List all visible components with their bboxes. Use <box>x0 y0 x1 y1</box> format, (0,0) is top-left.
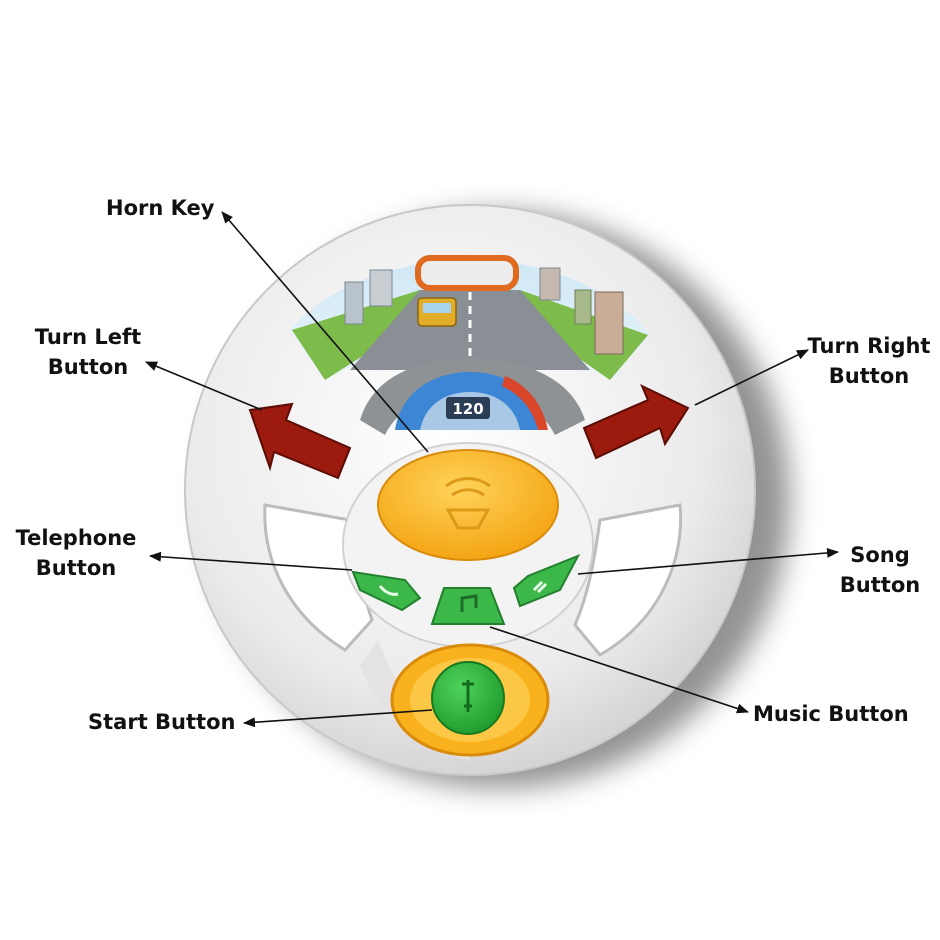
label-telephone-line2: Button <box>35 556 117 580</box>
label-turn-left-line2: Button <box>47 355 129 379</box>
dashboard-housing <box>360 358 585 435</box>
scene-building-5 <box>574 289 592 325</box>
arrow-horn <box>221 211 429 453</box>
horn-key[interactable] <box>377 449 559 561</box>
music-button[interactable] <box>430 587 506 625</box>
speedometer-readout-box <box>446 397 490 419</box>
speedometer-readout: 120 <box>452 400 483 418</box>
arrow-song <box>577 547 839 575</box>
turn-right-signal[interactable] <box>582 383 690 460</box>
label-turn-right-button: Turn Right Button <box>800 331 938 391</box>
rear-view-mirror <box>415 255 519 291</box>
arrow-telephone <box>149 551 353 571</box>
label-horn-key: Horn Key <box>106 193 214 223</box>
scene-building-2 <box>369 269 393 307</box>
label-telephone-line1: Telephone <box>15 526 137 550</box>
wheel-hole-right <box>573 503 683 657</box>
label-telephone-button: Telephone Button <box>6 523 146 583</box>
callout-arrows <box>145 211 839 728</box>
telephone-icon <box>378 585 399 596</box>
scene-grass-right <box>520 290 648 380</box>
label-music-text: Music Button <box>753 702 909 726</box>
song-button[interactable] <box>512 554 581 608</box>
arrow-start <box>243 709 433 728</box>
label-turn-left-line1: Turn Left <box>34 325 142 349</box>
label-turn-left-button: Turn Left Button <box>26 322 150 382</box>
scene-bus-window <box>423 303 451 313</box>
label-start-text: Start Button <box>88 710 236 734</box>
arrow-turn-left <box>145 361 263 411</box>
label-song-button: Song Button <box>830 540 930 600</box>
arrow-music <box>489 626 749 714</box>
label-horn-key-text: Horn Key <box>106 196 215 220</box>
turn-left-signal[interactable] <box>248 402 352 480</box>
label-song-line1: Song <box>850 543 910 567</box>
key-icon <box>462 680 474 712</box>
arrow-turn-right <box>694 349 809 406</box>
label-turn-right-line1: Turn Right <box>807 334 931 358</box>
horn-sound-icon <box>445 477 491 530</box>
scene-building-3 <box>539 267 561 301</box>
scene-building-1 <box>344 281 364 325</box>
scene-building-4 <box>594 291 624 355</box>
label-turn-right-line2: Button <box>828 364 910 388</box>
scene-road <box>350 290 590 370</box>
label-music-button: Music Button <box>753 699 909 729</box>
music-note-icon <box>460 594 478 612</box>
speedometer-redline <box>502 376 548 430</box>
scene-grass-left <box>292 290 420 380</box>
song-icon <box>532 580 548 594</box>
label-song-line2: Button <box>839 573 921 597</box>
label-start-button: Start Button <box>88 707 235 737</box>
